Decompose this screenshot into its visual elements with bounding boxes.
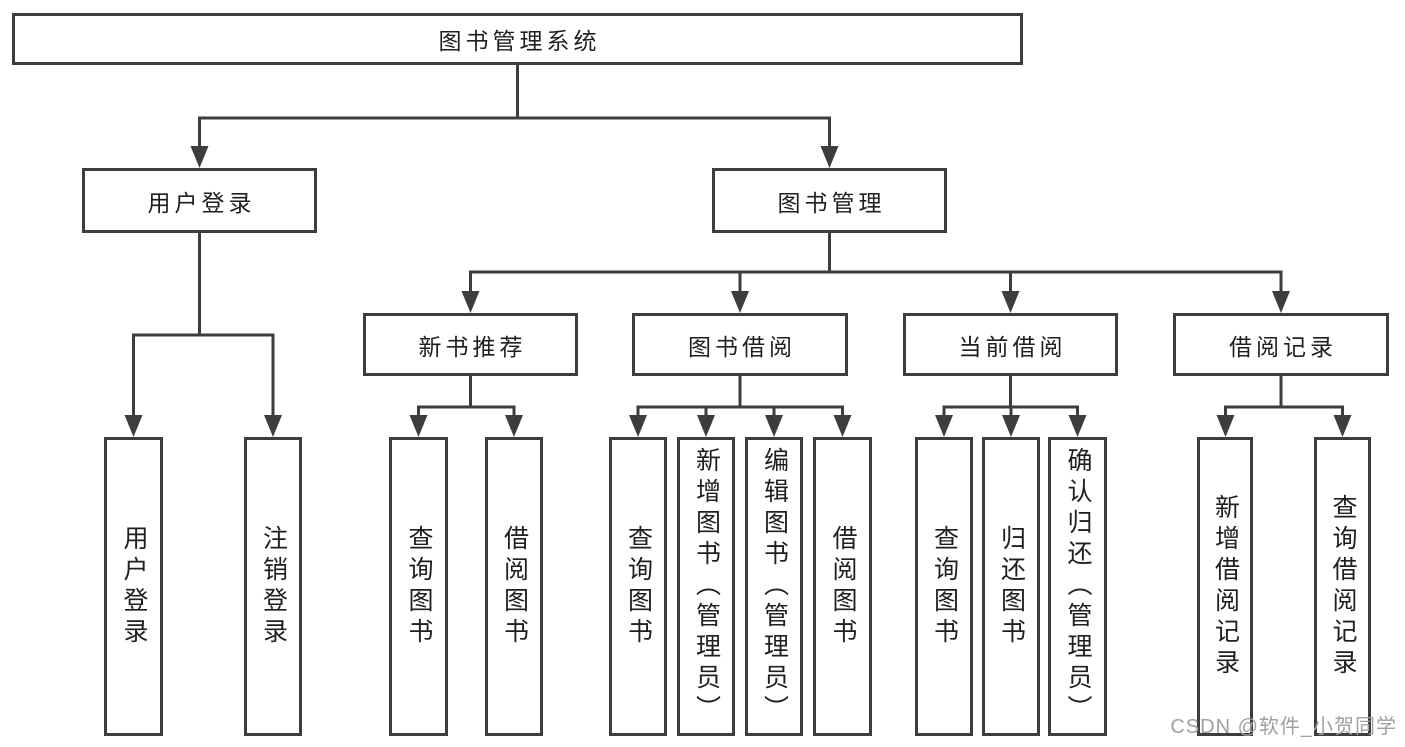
node-book-management-label: 图书管理 (777, 189, 886, 216)
arrowhead-icon (833, 415, 852, 437)
connector-borrowing-records-to-leaves (1216, 374, 1352, 437)
arrowhead-icon (1333, 415, 1352, 437)
connector-current-borrowing-to-leaves (935, 374, 1087, 437)
arrowhead-icon (190, 146, 209, 168)
arrowhead-icon (820, 146, 839, 168)
connector-user-login-to-leaves (124, 231, 282, 437)
node-leaf-borrow-books-recommend: 借阅图书 (485, 437, 543, 736)
connector-root-to-level2 (190, 63, 839, 168)
node-leaf-add-borrow-record-label: 新增借阅记录 (1211, 493, 1240, 680)
node-leaf-logout-label: 注销登录 (259, 524, 288, 649)
arrowhead-icon (629, 415, 647, 437)
node-leaf-user-login-label: 用户登录 (120, 524, 148, 649)
node-leaf-user-login: 用户登录 (104, 437, 163, 736)
node-leaf-query-books-current-label: 查询图书 (930, 524, 959, 649)
node-current-borrowing: 当前借阅 (903, 313, 1118, 376)
node-current-borrowing-label: 当前借阅 (958, 333, 1067, 360)
arrowhead-icon (1068, 415, 1087, 437)
arrowhead-icon (1272, 291, 1290, 313)
node-root-label: 图书管理系统 (438, 28, 601, 54)
node-new-book-recommendation: 新书推荐 (363, 313, 578, 376)
arrowhead-icon (1216, 415, 1235, 437)
arrowhead-icon (935, 415, 953, 437)
node-leaf-query-borrow-record: 查询借阅记录 (1314, 437, 1371, 736)
node-book-borrowing: 图书借阅 (632, 313, 848, 376)
node-leaf-query-books-recommend: 查询图书 (389, 437, 448, 736)
node-leaf-query-books-current: 查询图书 (915, 437, 973, 736)
node-leaf-add-borrow-record: 新增借阅记录 (1197, 437, 1253, 736)
node-leaf-add-books-admin-label: 新增图书（管理员） (692, 447, 721, 726)
node-leaf-return-books-label: 归还图书 (997, 524, 1026, 649)
node-leaf-logout: 注销登录 (244, 437, 302, 736)
arrowhead-icon (1001, 291, 1020, 313)
node-leaf-borrow-books: 借阅图书 (813, 437, 872, 736)
node-leaf-query-books-recommend-label: 查询图书 (405, 524, 433, 649)
node-borrowing-records-label: 借阅记录 (1229, 333, 1337, 360)
node-leaf-add-books-admin: 新增图书（管理员） (677, 437, 735, 736)
node-leaf-query-books-borrowing: 查询图书 (609, 437, 667, 736)
node-book-borrowing-label: 图书借阅 (688, 333, 796, 360)
node-leaf-edit-books-admin: 编辑图书（管理员） (745, 437, 803, 736)
node-book-management: 图书管理 (712, 168, 947, 233)
connector-book-management-to-level3 (461, 231, 1290, 313)
arrowhead-icon (505, 415, 523, 437)
connector-new-book-recommendation-to-leaves (409, 374, 523, 437)
node-new-book-recommendation-label: 新书推荐 (418, 333, 527, 360)
arrowhead-icon (765, 415, 783, 437)
node-user-login-label: 用户登录 (147, 189, 256, 216)
arrowhead-icon (731, 291, 749, 313)
node-leaf-confirm-return-admin-label: 确认归还（管理员） (1064, 447, 1092, 726)
arrowhead-icon (124, 415, 143, 437)
node-leaf-query-borrow-record-label: 查询借阅记录 (1329, 493, 1357, 680)
connector-book-borrowing-to-leaves (629, 374, 852, 437)
watermark: CSDN @软件_小贺同学 (1170, 716, 1397, 738)
node-leaf-return-books: 归还图书 (982, 437, 1040, 736)
node-leaf-borrow-books-label: 借阅图书 (829, 524, 857, 649)
arrowhead-icon (461, 291, 480, 313)
node-leaf-edit-books-admin-label: 编辑图书（管理员） (760, 447, 789, 726)
node-leaf-confirm-return-admin: 确认归还（管理员） (1048, 437, 1107, 736)
arrowhead-icon (697, 415, 715, 437)
arrowhead-icon (264, 415, 282, 437)
node-leaf-borrow-books-recommend-label: 借阅图书 (500, 524, 529, 649)
node-root-library-management-system: 图书管理系统 (12, 13, 1023, 65)
node-leaf-query-books-borrowing-label: 查询图书 (624, 524, 653, 649)
node-borrowing-records: 借阅记录 (1173, 313, 1389, 376)
arrowhead-icon (409, 415, 428, 437)
arrowhead-icon (1002, 415, 1020, 437)
node-user-login: 用户登录 (82, 168, 317, 233)
